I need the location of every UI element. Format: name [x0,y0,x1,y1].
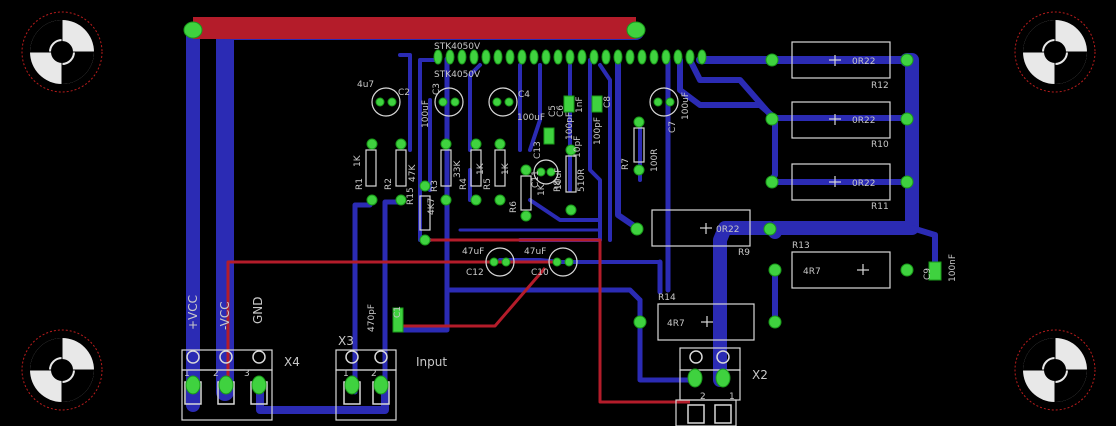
c9-name: C9 [923,268,933,280]
c11-name: C11 [531,170,541,188]
r2-name: R2 [384,178,394,190]
x4-pin-2: 2 [213,369,219,379]
c4-name: C4 [518,90,530,100]
r11-value: 0R22 [852,179,875,189]
r6-value: 1K [537,183,547,196]
r3-name: R3 [430,180,440,192]
c4-value: 100uF [517,113,545,123]
c11-value: 10uF [554,168,564,190]
c10-value: 47uF [524,247,546,257]
screw-terminals [184,350,732,424]
r9-name: R9 [738,248,750,258]
c1-name: C1 [393,306,403,318]
mounting-hole [1014,11,1096,93]
r1-value: 1K [353,154,363,167]
c5-value: 100pF [565,112,575,140]
r14-name: R14 [658,293,676,303]
c8-name: C8 [603,96,613,108]
r12-value: 0R22 [852,57,875,67]
top-traces [193,17,690,404]
r8-name: R8 [553,180,563,192]
pads [183,21,942,395]
r6-name: R6 [509,201,519,213]
bottom-traces [186,21,938,414]
gnd-label: GND [251,296,265,324]
x4-label: X4 [284,355,300,369]
x2-label: X2 [752,368,768,382]
c8-value: 100pF [593,117,603,145]
r1-name: R1 [355,178,365,190]
mounting-hole [1014,329,1096,411]
c1-value: 470pF [367,304,377,332]
r4-value: 1K [476,162,486,175]
r15-value: 4K7 [427,198,437,215]
r10-value: 0R22 [852,116,875,126]
c2-name: C2 [398,88,410,98]
r7-name: R7 [621,158,631,170]
r13-value: 4R7 [803,267,821,277]
c6-name: C6 [556,105,566,117]
r2-value: 47K [408,164,418,182]
ic-label-top: STK4050V [434,42,481,52]
c12-value: 47uF [462,247,484,257]
c10-name: C10 [531,268,549,278]
c3-value: 100uF [421,100,431,128]
r15-name: R15 [406,187,416,205]
r8-value: 510R [577,169,587,192]
c7-value: 100uF [681,92,691,120]
r10-name: R10 [871,140,889,150]
mounting-hole [21,329,103,411]
input-label: Input [416,355,447,369]
x2-pin-2: 2 [700,392,706,402]
x3-pin-2: 2 [371,369,377,379]
mounting-hole [21,11,103,93]
c9-value: 100nF [948,254,958,282]
r14-value: 4R7 [667,319,685,329]
x4-pin-3: 3 [244,369,250,379]
vcc-minus-label: -VCC [218,301,232,330]
x2-pin-1: 1 [729,392,735,402]
c3-name: C3 [432,83,442,95]
ic-label-bottom: STK4050V [434,70,481,80]
r11-name: R11 [871,202,889,212]
c12-name: C12 [466,268,484,278]
c13-name: C13 [533,141,543,159]
c2-value: 4u7 [357,80,374,90]
r9-value: 0R22 [716,225,739,235]
r7-value: 100R [650,149,660,172]
silk-labels: STK4050V STK4050V 4u7 C2 C3 100uF C4 100… [184,42,958,402]
vcc-plus-label: +VCC [186,295,200,330]
silk-outlines [181,41,891,426]
r5-value: 1K [501,162,511,175]
c13-value: 10pF [573,136,583,158]
r5-name: R5 [483,178,493,190]
x3-label: X3 [338,334,354,348]
r13-name: R13 [792,241,810,251]
r4-name: R4 [459,178,469,190]
r3-value: 33K [453,160,463,178]
r12-name: R12 [871,81,889,91]
polarity-marks [700,55,869,327]
c6-value: 1nF [575,96,585,113]
c7-name: C7 [668,121,678,133]
x3-pin-1: 1 [343,369,349,379]
x4-pin-1: 1 [184,369,190,379]
c5-name: C5 [548,105,558,117]
